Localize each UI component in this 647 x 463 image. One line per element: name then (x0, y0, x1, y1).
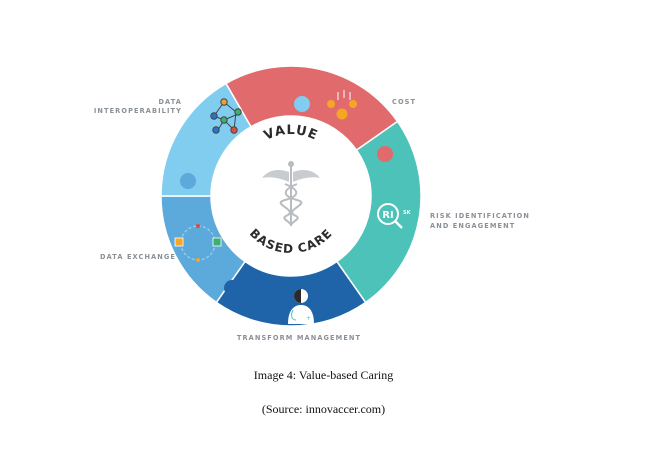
risk-icon-subtext: SK (403, 210, 412, 216)
caption-title: Image 4: Value-based Caring (253, 368, 394, 382)
puzzle-knob (180, 173, 196, 189)
label-exchange: DATA EXCHANGE (100, 253, 176, 261)
risk-icon-text: RI (382, 210, 393, 221)
svg-text:+: + (306, 315, 311, 322)
label-interoperability: DATA INTEROPERABILITY (94, 98, 182, 115)
risk-magnifier-icon: RI SK (377, 203, 412, 229)
value-based-care-diagram: VALUE BASED CARE (94, 65, 530, 342)
network-nodes-icon (210, 98, 242, 134)
label-line: RISK IDENTIFICATION (430, 212, 530, 220)
caduceus-icon (262, 161, 320, 227)
center-title: VALUE (262, 123, 320, 144)
data-exchange-icon (174, 224, 222, 262)
label-transform: TRANSFORM MANAGEMENT (237, 334, 361, 342)
label-line: DATA (158, 98, 182, 106)
puzzle-knobs (180, 96, 393, 296)
label-cost: COST (392, 98, 416, 106)
label-line: TRANSFORM MANAGEMENT (237, 334, 361, 342)
puzzle-knob (364, 260, 380, 276)
puzzle-knob (224, 280, 240, 296)
label-line: DATA EXCHANGE (100, 253, 176, 261)
doctor-icon: + (288, 289, 314, 324)
label-line: INTEROPERABILITY (94, 107, 182, 115)
label-line: COST (392, 98, 416, 106)
puzzle-knob (294, 96, 310, 112)
puzzle-knob (377, 146, 393, 162)
label-line: AND ENGAGEMENT (430, 222, 515, 230)
caption-source: (Source: innovaccer.com) (261, 402, 386, 416)
label-risk: RISK IDENTIFICATION AND ENGAGEMENT (430, 212, 530, 230)
coins-icon (327, 90, 357, 120)
